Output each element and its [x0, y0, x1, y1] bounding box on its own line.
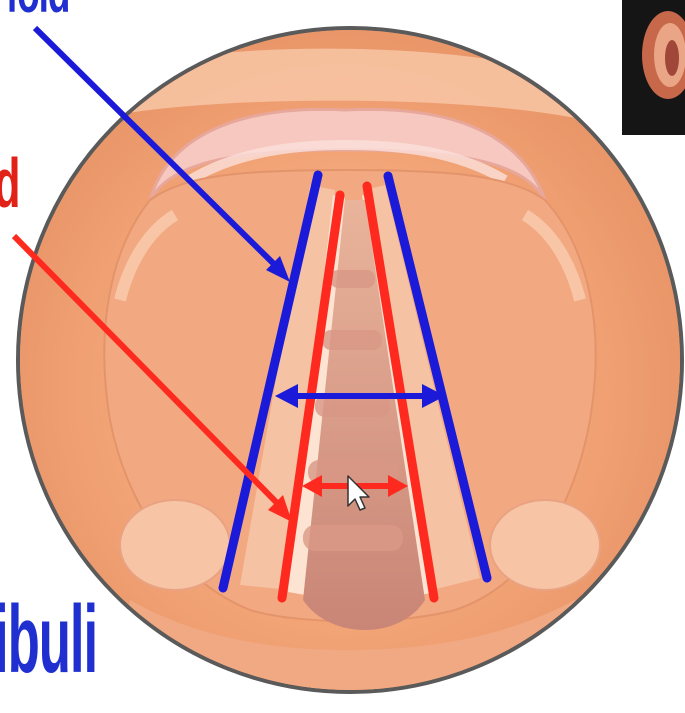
vocal-fold-label: d [0, 148, 19, 218]
right-arytenoid [490, 500, 600, 590]
vestibular-fold-label: fold [6, 0, 69, 22]
left-arytenoid [120, 500, 230, 590]
thumbnail-inset [622, 0, 685, 135]
rima-vestibuli-label: ibuli [0, 592, 97, 688]
